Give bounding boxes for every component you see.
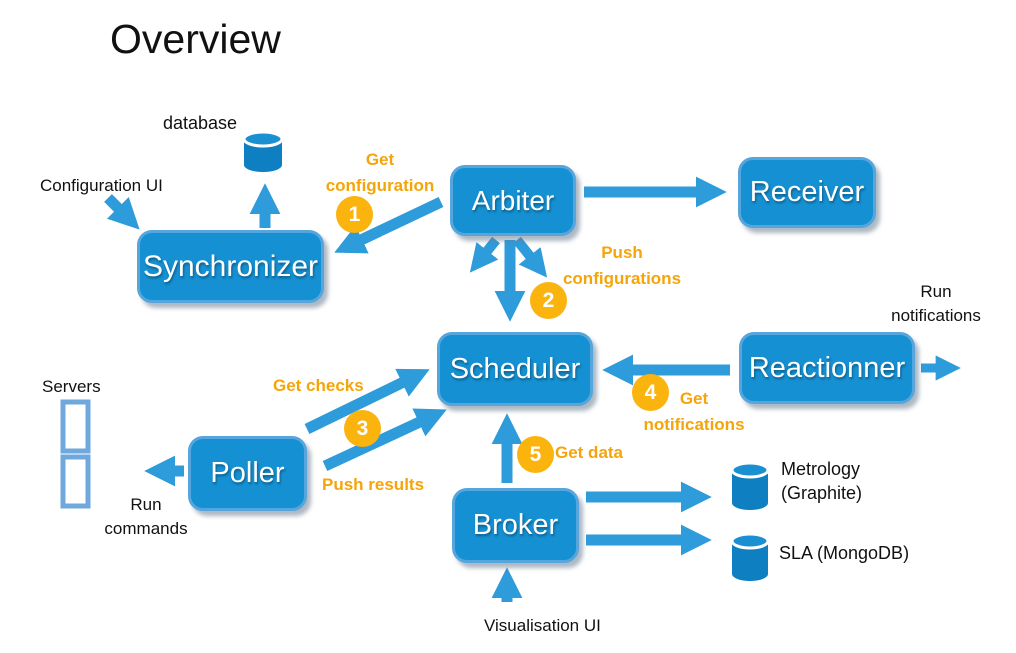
metrology-line2: (Graphite) <box>781 483 863 503</box>
step2-badge: 2 <box>530 282 567 319</box>
step2-line1: Push <box>601 243 643 262</box>
arrow-arbiter-fan-left <box>469 236 500 273</box>
arrow-arbiter-to-synchronizer <box>334 197 444 254</box>
step1-badge: 1 <box>336 196 373 233</box>
arrow-poller-push-results <box>322 408 447 471</box>
arrow-arbiter-fan-right <box>513 236 548 278</box>
step2-line2: configurations <box>562 269 682 288</box>
get-checks-label: Get checks <box>273 376 364 395</box>
step5-badge: 5 <box>517 436 554 473</box>
run-notifications-label: Run notifications <box>880 280 992 328</box>
step1-line2: configuration <box>325 176 435 195</box>
node-scheduler-label: Scheduler <box>449 352 581 385</box>
visualisation-ui-label: Visualisation UI <box>484 616 601 635</box>
step4-line2: notifications <box>643 415 745 434</box>
node-reactionner: Reactionner <box>739 332 915 404</box>
run-commands-line1: Run <box>130 495 162 514</box>
run-commands-line2: commands <box>104 519 188 538</box>
push-results-label: Push results <box>322 475 425 494</box>
metrology-label: Metrology (Graphite) <box>781 457 881 505</box>
node-arbiter-label: Arbiter <box>471 184 555 216</box>
arrow-configui-to-synchronizer <box>104 194 140 230</box>
step1-label: Get configuration <box>320 147 440 199</box>
page-title: Overview <box>110 16 281 62</box>
node-reactionner-label: Reactionner <box>748 351 906 384</box>
sla-database-icon <box>730 532 770 581</box>
run-notifications-line1: Run <box>920 282 952 301</box>
step3-badge: 3 <box>344 410 381 447</box>
server-icon <box>60 454 91 509</box>
run-commands-label: Run commands <box>96 493 196 541</box>
metrology-line1: Metrology <box>781 459 861 479</box>
servers-label: Servers <box>42 377 101 396</box>
step2-label: Push configurations <box>561 240 683 292</box>
server-icons <box>60 399 91 509</box>
step4-label: Get notifications <box>639 386 749 438</box>
step1-line1: Get <box>365 150 395 169</box>
node-broker-label: Broker <box>472 509 559 541</box>
step4-badge: 4 <box>632 374 669 411</box>
get-data-label: Get data <box>555 443 624 462</box>
node-scheduler: Scheduler <box>437 332 593 406</box>
sla-label: SLA (MongoDB) <box>779 543 910 563</box>
node-arbiter: Arbiter <box>450 165 576 236</box>
node-synchronizer: Synchronizer <box>137 230 324 303</box>
configuration-ui-label: Configuration UI <box>40 176 163 195</box>
node-poller-label: Poller <box>210 457 285 489</box>
node-receiver-label: Receiver <box>749 176 865 208</box>
arrow-poller-get-checks <box>304 368 430 434</box>
database-icon <box>242 130 284 172</box>
node-broker: Broker <box>452 488 579 563</box>
node-poller: Poller <box>188 436 307 511</box>
step4-line1: Get <box>679 389 709 408</box>
database-label: database <box>163 113 238 133</box>
server-icon <box>60 399 91 454</box>
metrology-database-icon <box>730 461 770 510</box>
node-synchronizer-label: Synchronizer <box>142 249 319 283</box>
node-receiver: Receiver <box>738 157 876 228</box>
run-notifications-line2: notifications <box>891 306 981 325</box>
